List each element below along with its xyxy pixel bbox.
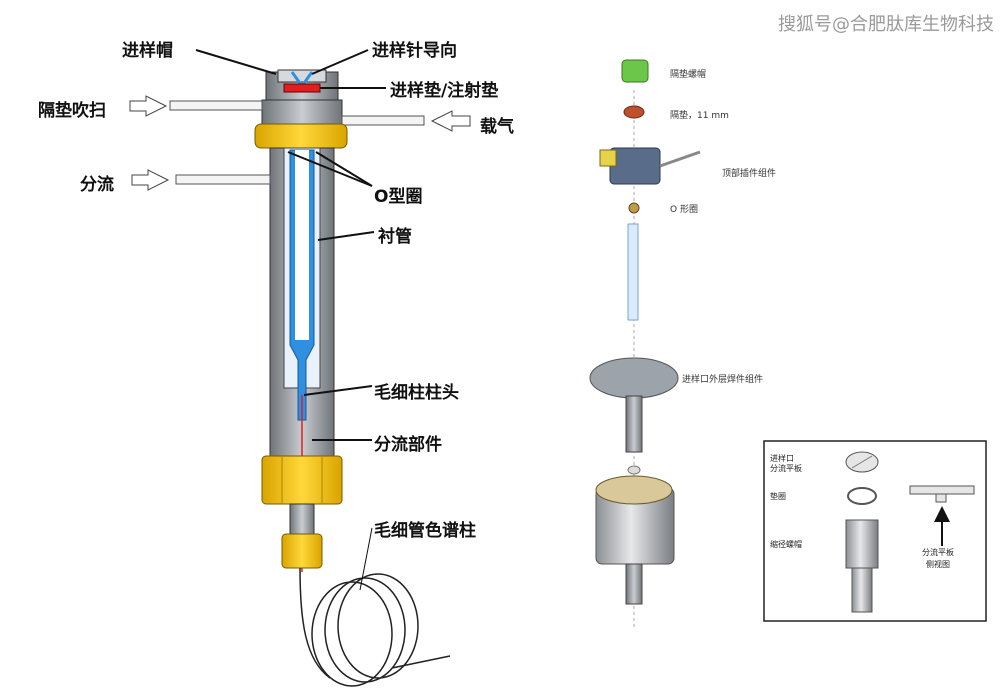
label-liner: 衬管 xyxy=(378,227,412,247)
label-o-ring: O型圈 xyxy=(374,187,423,207)
septum-nut-part xyxy=(621,59,649,83)
carrier-arrow-icon xyxy=(430,110,471,132)
label-purge: 隔垫吹扫 xyxy=(38,101,106,121)
exploded-view xyxy=(589,59,701,630)
top-insert-part xyxy=(609,147,661,185)
label-side-a: 分流平板 xyxy=(922,548,954,557)
injector-cross-section xyxy=(169,69,451,687)
label-side-b: 侧视图 xyxy=(926,560,950,569)
label-reducing-nut: 缩径螺帽 xyxy=(770,540,802,549)
inset-box xyxy=(763,440,987,622)
column-coil-3 xyxy=(337,573,419,679)
label-needle-guide: 进样针导向 xyxy=(372,41,457,61)
liner-part xyxy=(627,223,639,321)
reducing-nut-part xyxy=(845,519,879,569)
column-coil-1 xyxy=(311,581,393,687)
column-nut xyxy=(281,533,323,569)
label-split-part: 分流部件 xyxy=(374,435,442,455)
label-oring-part: O 形圈 xyxy=(670,205,698,215)
label-split-plate: 分流平板 xyxy=(770,464,802,473)
split-plate-side xyxy=(909,485,975,495)
liner-bore xyxy=(295,150,309,340)
label-septum-cap: 进样帽 xyxy=(122,41,173,61)
label-washer: 垫圈 xyxy=(770,492,786,501)
column-coil-2 xyxy=(324,577,406,683)
septum-red xyxy=(283,83,321,93)
washer-part xyxy=(847,487,877,505)
split-arrow-icon xyxy=(131,169,170,191)
label-carrier-gas: 载气 xyxy=(480,117,514,137)
upper-nut xyxy=(254,123,348,149)
label-septum-nut: 隔垫螺帽 xyxy=(670,70,707,80)
label-inlet: 进样口 xyxy=(770,454,794,463)
o-ring-part xyxy=(628,202,640,214)
watermark: 搜狐号@合肥肽库生物科技 xyxy=(778,14,994,35)
label-column-head: 毛细柱柱头 xyxy=(374,383,459,403)
lower-stem xyxy=(289,503,315,535)
purge-tube xyxy=(169,100,263,111)
carrier-tube xyxy=(341,115,425,126)
label-septum: 进样垫/注射垫 xyxy=(390,81,499,101)
top-body xyxy=(261,99,343,125)
purge-arrow-icon xyxy=(129,95,168,117)
leader-lines xyxy=(195,49,386,591)
label-capillary-column: 毛细管色谱柱 xyxy=(374,521,476,541)
weldment-part xyxy=(589,357,679,399)
label-septum-11mm: 隔垫，11 mm xyxy=(670,111,729,121)
flow-arrows xyxy=(129,95,471,191)
split-tube xyxy=(175,174,271,185)
lower-nut xyxy=(261,455,343,505)
label-weldment: 进样口外层焊件组件 xyxy=(682,375,764,385)
septum-part xyxy=(623,105,645,119)
label-split: 分流 xyxy=(80,175,114,195)
label-top-insert: 顶部插件组件 xyxy=(722,169,777,179)
